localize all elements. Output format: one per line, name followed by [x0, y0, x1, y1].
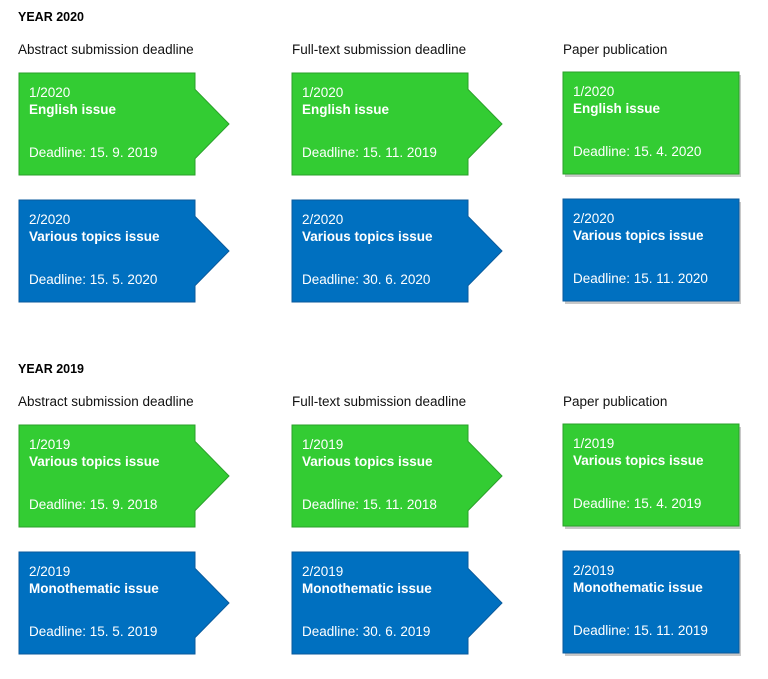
deadline-text: Deadline: 15. 11. 2020 — [573, 271, 708, 286]
column-heading: Paper publication — [563, 394, 668, 409]
arrow-shape — [291, 72, 503, 176]
issue-title: English issue — [573, 101, 661, 116]
issue-title: English issue — [302, 102, 390, 117]
arrow-path — [291, 72, 503, 176]
issue-number: 1/2020 — [573, 84, 615, 99]
arrow-path — [18, 72, 230, 176]
issue-number: 1/2019 — [302, 437, 344, 452]
issue-number: 1/2020 — [29, 85, 71, 100]
arrow-shape — [291, 199, 503, 303]
deadline-text: Deadline: 30. 6. 2020 — [302, 272, 431, 287]
issue-title: Various topics issue — [29, 229, 160, 244]
issue-title: Various topics issue — [573, 453, 704, 468]
box-shape — [562, 423, 741, 529]
deadline-text: Deadline: 15. 11. 2018 — [302, 497, 437, 512]
box-rect — [562, 198, 740, 302]
column-heading: Full-text submission deadline — [292, 42, 467, 57]
year-title: YEAR 2019 — [18, 362, 85, 376]
box-rect — [562, 71, 740, 175]
issue-number: 2/2019 — [573, 563, 615, 578]
column-heading: Abstract submission deadline — [18, 394, 194, 409]
issue-number: 1/2020 — [302, 85, 344, 100]
issue-number: 2/2020 — [302, 212, 344, 227]
arrow-path — [291, 424, 503, 528]
arrow-shape — [291, 424, 503, 528]
deadline-text: Deadline: 15. 9. 2018 — [29, 497, 158, 512]
column-heading: Full-text submission deadline — [292, 394, 467, 409]
deadline-text: Deadline: 30. 6. 2019 — [302, 624, 431, 639]
box-shape — [562, 550, 741, 656]
box-shape — [562, 71, 741, 177]
box-rect — [562, 423, 740, 527]
deadline-text: Deadline: 15. 4. 2020 — [573, 144, 702, 159]
box-rect — [562, 550, 740, 654]
issue-title: Monothematic issue — [573, 580, 703, 595]
arrow-shape — [18, 551, 230, 655]
arrow-shape — [18, 424, 230, 528]
deadline-text: Deadline: 15. 11. 2019 — [573, 623, 708, 638]
deadline-text: Deadline: 15. 5. 2019 — [29, 624, 158, 639]
issue-title: English issue — [29, 102, 117, 117]
arrow-path — [18, 551, 230, 655]
issue-number: 2/2019 — [29, 564, 71, 579]
year-title: YEAR 2020 — [18, 10, 85, 24]
issue-number: 2/2019 — [302, 564, 344, 579]
issue-number: 1/2019 — [573, 436, 615, 451]
deadline-text: Deadline: 15. 5. 2020 — [29, 272, 158, 287]
column-heading: Abstract submission deadline — [18, 42, 194, 57]
issue-title: Various topics issue — [573, 228, 704, 243]
issue-title: Monothematic issue — [302, 581, 432, 596]
issue-number: 1/2019 — [29, 437, 71, 452]
issue-title: Monothematic issue — [29, 581, 159, 596]
arrow-shape — [18, 72, 230, 176]
box-shape — [562, 198, 741, 304]
arrow-shape — [291, 551, 503, 655]
issue-number: 2/2020 — [29, 212, 71, 227]
deadline-text: Deadline: 15. 11. 2019 — [302, 145, 437, 160]
deadline-text: Deadline: 15. 9. 2019 — [29, 145, 158, 160]
column-heading: Paper publication — [563, 42, 668, 57]
issue-title: Various topics issue — [302, 454, 433, 469]
issue-title: Various topics issue — [29, 454, 160, 469]
issue-number: 2/2020 — [573, 211, 615, 226]
arrow-path — [291, 551, 503, 655]
arrow-path — [291, 199, 503, 303]
arrow-shape — [18, 199, 230, 303]
issue-title: Various topics issue — [302, 229, 433, 244]
deadline-text: Deadline: 15. 4. 2019 — [573, 496, 702, 511]
arrow-path — [18, 424, 230, 528]
arrow-path — [18, 199, 230, 303]
